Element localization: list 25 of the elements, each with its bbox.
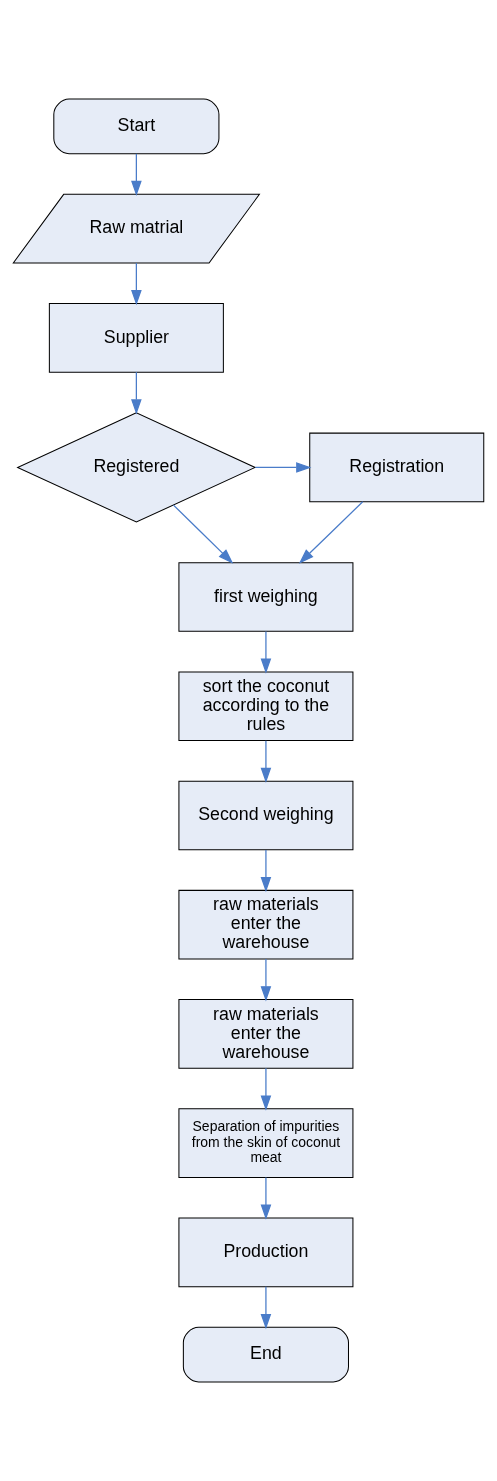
arrow <box>260 1286 272 1330</box>
arrow <box>260 958 272 1002</box>
arrow <box>131 153 142 197</box>
arrow <box>131 262 142 306</box>
arrow <box>260 630 272 674</box>
arrow <box>260 1176 272 1220</box>
arrow <box>260 740 272 783</box>
arrow <box>131 371 142 415</box>
arrow <box>260 1067 272 1111</box>
node-box: Production <box>178 1217 354 1288</box>
arrow <box>298 501 364 564</box>
node-diamond: Registered <box>16 412 257 523</box>
node-box: Start <box>53 98 220 155</box>
arrow <box>254 462 312 473</box>
node-box: raw materials enter the warehouse <box>178 999 354 1069</box>
node-box: Second weighing <box>178 780 354 851</box>
node-box: first weighing <box>178 562 354 632</box>
node-box: Supplier <box>48 303 224 373</box>
node-box: Separation of impurities from the skin of coconut meat <box>178 1108 354 1178</box>
node-box: End <box>182 1326 349 1383</box>
node-box: raw materials enter the warehouse <box>178 889 354 960</box>
node-box: sort the coconut according to the rules <box>178 671 354 741</box>
arrow <box>172 504 234 564</box>
arrow <box>260 849 272 893</box>
node-box: Registration <box>309 432 485 503</box>
